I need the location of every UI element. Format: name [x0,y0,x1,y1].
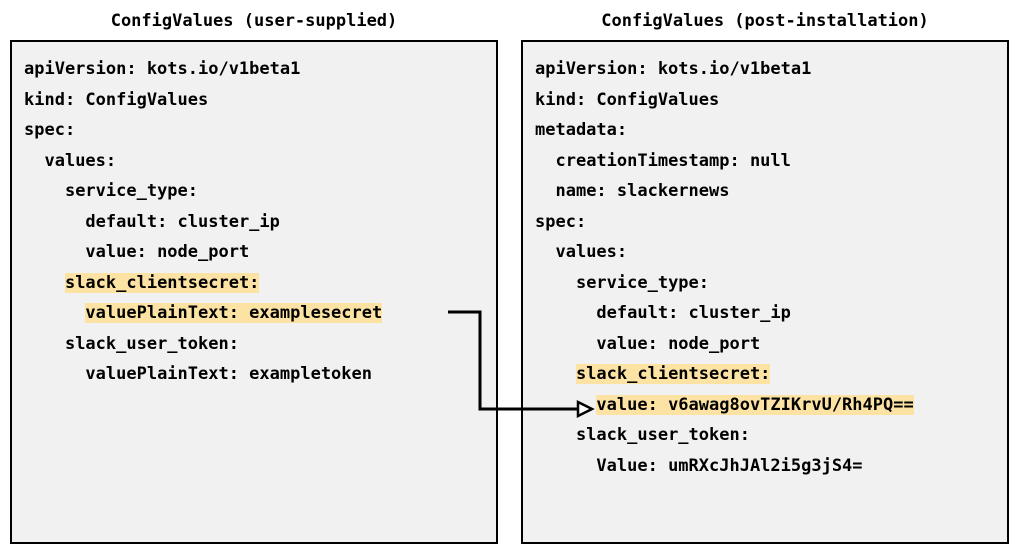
code-text: name: slackernews [555,181,730,201]
code-line: slack_user_token: [523,420,1007,451]
code-text: Value: umRXcJhJAl2i5g3jS4= [596,455,863,476]
code-indent [535,364,576,384]
code-text: default: cluster_ip [85,211,280,232]
left-config-values-box: apiVersion: kots.io/v1beta1 kind: ConfigV… [10,40,498,544]
code-text: apiVersion: kots.io/v1beta1 [24,59,301,79]
code-text: apiVersion: kots.io/v1beta1 [535,59,812,79]
code-text: spec: [24,120,76,140]
code-line: slack_clientsecret: [523,359,1007,390]
code-line: value: v6awag8ovTZIKrvU/Rh4PQ== [523,390,1007,421]
code-text: slack_user_token: [575,425,750,445]
code-text: valuePlainText: exampletoken [85,364,372,384]
code-text: metadata: [535,120,628,140]
code-text: default: cluster_ip [596,303,791,323]
code-line: value: node_port [523,329,1007,360]
code-indent [535,273,576,293]
right-config-values-box: apiVersion: kots.io/v1beta1 kind: ConfigV… [521,40,1009,544]
right-code-block: apiVersion: kots.io/v1beta1 kind: ConfigV… [523,42,1007,481]
code-indent [535,303,596,323]
code-text: kind: ConfigValues [24,89,209,110]
code-line: slack_user_token: [12,329,496,360]
code-text: service_type: [64,181,199,201]
highlighted-code-text: valuePlainText: examplesecret [85,303,383,323]
code-line: slack_clientsecret: [12,268,496,299]
code-indent [535,456,596,476]
code-line: service_type: [12,176,496,207]
code-indent [24,212,85,232]
code-indent [24,273,65,293]
code-line: default: cluster_ip [12,207,496,238]
code-line: name: slackernews [523,176,1007,207]
code-line: kind: ConfigValues [12,85,496,116]
code-indent [24,151,44,171]
left-code-block: apiVersion: kots.io/v1beta1 kind: ConfigV… [12,42,496,390]
code-line: metadata: [523,115,1007,146]
code-line: valuePlainText: examplesecret [12,298,496,329]
code-line: values: [523,237,1007,268]
code-line: apiVersion: kots.io/v1beta1 [523,54,1007,85]
code-indent [24,242,85,262]
code-line: service_type: [523,268,1007,299]
left-panel-title: ConfigValues (user-supplied) [110,11,398,31]
code-line: default: cluster_ip [523,298,1007,329]
code-text: creationTimestamp: null [555,150,791,171]
code-text: service_type: [575,272,710,293]
code-indent [24,181,65,201]
code-indent [535,425,576,445]
code-indent [535,334,596,354]
code-line: spec: [523,207,1007,238]
highlighted-code-text: value: v6awag8ovTZIKrvU/Rh4PQ== [596,394,914,415]
highlighted-code-text: slack_clientsecret: [64,272,260,293]
highlighted-code-text: slack_clientsecret: [575,364,771,384]
code-text: kind: ConfigValues [535,89,720,110]
code-indent [535,181,555,201]
code-indent [24,364,85,384]
code-indent [535,395,596,415]
code-text: slack_user_token: [64,333,239,354]
code-text: value: node_port [596,333,761,354]
code-indent [24,334,65,354]
code-line: spec: [12,115,496,146]
code-line: value: node_port [12,237,496,268]
code-line: kind: ConfigValues [523,85,1007,116]
code-indent [535,151,555,171]
code-text: values: [555,242,628,262]
code-line: values: [12,146,496,177]
code-indent [24,303,85,323]
code-text: values: [44,150,117,171]
right-panel-title: ConfigValues (post-installation) [601,11,929,31]
code-line: creationTimestamp: null [523,146,1007,177]
code-line: apiVersion: kots.io/v1beta1 [12,54,496,85]
code-line: valuePlainText: exampletoken [12,359,496,390]
code-line: Value: umRXcJhJAl2i5g3jS4= [523,451,1007,482]
code-text: spec: [535,211,587,232]
code-text: value: node_port [85,242,250,262]
code-indent [535,242,555,262]
